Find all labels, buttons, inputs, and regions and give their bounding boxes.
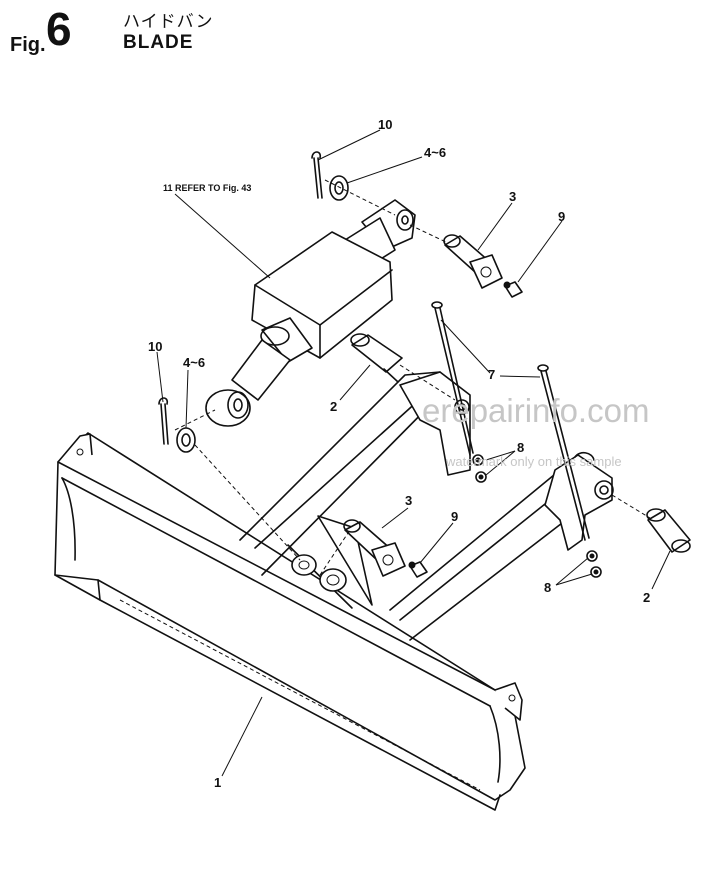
push-arms [239, 371, 614, 641]
nuts-8-right [586, 550, 602, 578]
callout-8-mid: 8 [517, 440, 525, 455]
leader-lines [156, 129, 671, 777]
pin-2-mid [350, 333, 403, 383]
callout-3-mid: 3 [405, 493, 413, 508]
blade-bolt-line [119, 599, 481, 791]
watermark-site: erepairinfo.com [422, 392, 650, 429]
blade-assembly [54, 432, 526, 811]
figure-prefix: Fig. [10, 34, 46, 56]
left-arm-bracket [399, 371, 471, 476]
figure-number: 6 [46, 3, 72, 55]
callout-3-top: 3 [509, 189, 517, 204]
pin-2-right [646, 508, 691, 553]
grease-fitting-9-top [503, 281, 523, 298]
title-japanese: ハイドバン [123, 12, 214, 31]
washer-4-6-top [329, 175, 349, 201]
pin-3-mid [343, 519, 406, 577]
left-lug-a [291, 554, 317, 576]
center-bracket [317, 515, 373, 606]
blade-top-lip [61, 477, 491, 707]
blade-cutting-edge [54, 574, 501, 811]
hydraulic-cylinder [205, 199, 416, 427]
callout-2-right: 2 [643, 590, 651, 605]
cylinder-rod-bottom [231, 339, 291, 401]
callout-11: 11 REFER TO Fig. 43 [163, 183, 252, 193]
callout-1: 1 [214, 775, 222, 790]
callout-9-mid: 9 [451, 509, 459, 524]
blade-top-edge [57, 461, 496, 691]
blade-right-curve [489, 705, 501, 783]
blade-right-endplate [494, 682, 523, 721]
assembly-lines [174, 179, 651, 576]
callout-10-left: 10 [148, 339, 163, 354]
grease-fitting-9-mid [408, 561, 428, 578]
callout-8-right: 8 [544, 580, 552, 595]
callout-9-top: 9 [558, 209, 566, 224]
right-arm-bracket [544, 454, 613, 551]
blade-moldboard [54, 432, 526, 801]
watermark-note: watermark only on this sample [446, 454, 622, 469]
washer-4-6-left [176, 427, 196, 453]
bolt-7-right [537, 364, 590, 541]
callout-10-top: 10 [378, 117, 393, 132]
pin-3-mid-plate [371, 542, 406, 577]
callout-7: 7 [488, 367, 496, 382]
pin-3-top-plate [469, 254, 503, 289]
bolt-7-left [431, 301, 474, 456]
callout-2-mid: 2 [330, 399, 338, 414]
title-english: BLADE [123, 32, 194, 53]
blade-left-curve [61, 477, 76, 561]
pin-3-top [443, 234, 503, 289]
cotter-pin-10-left [158, 397, 169, 445]
left-lug-b [319, 568, 347, 592]
cotter-pin-10-top [311, 151, 323, 199]
callout-4-6-left: 4~6 [183, 355, 206, 370]
callout-4-6-top: 4~6 [424, 145, 447, 160]
nuts-8-mid [472, 454, 487, 483]
blade-left-endplate [57, 433, 93, 463]
